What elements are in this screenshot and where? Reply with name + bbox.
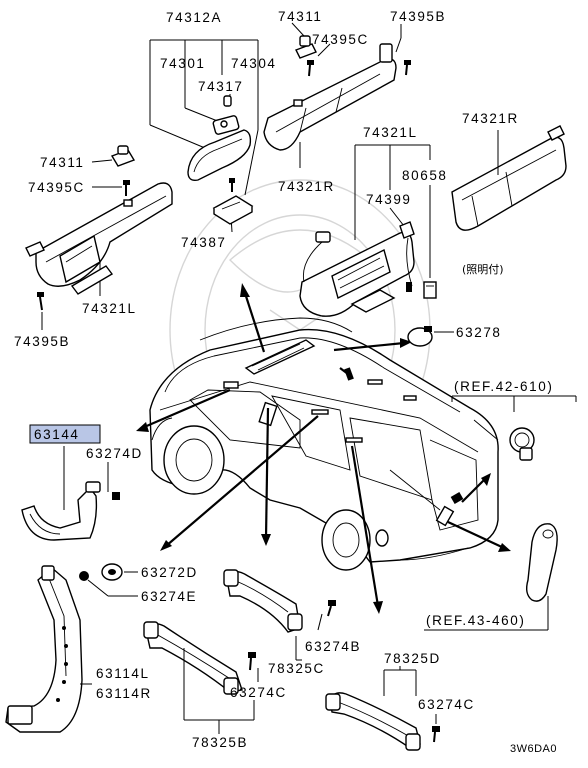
sun-visor-right [451, 125, 567, 231]
label-74321L-left: 74321L [82, 301, 137, 316]
label-63274E: 63274E [141, 589, 197, 604]
label-63144: 63144 [34, 427, 80, 442]
highlight-63144 [29, 424, 101, 444]
visor-lamp-lens-80658 [423, 281, 437, 299]
map-lamp [212, 195, 254, 225]
screw-74395B-left [37, 292, 44, 311]
label-74387: 74387 [181, 235, 227, 250]
clip-63272D [101, 563, 123, 581]
label-63114R: 63114R [96, 686, 152, 701]
pointer-arrows [136, 283, 511, 614]
label-63278: 63278 [456, 325, 502, 340]
label-74399: 74399 [366, 192, 412, 207]
label-63274D: 63274D [86, 446, 143, 461]
label-63274C-mid: 63274C [230, 685, 287, 700]
screw-74395C-top [307, 60, 314, 77]
label-diagram-code: 3W6DA0 [510, 743, 557, 755]
sun-visor-left [25, 182, 173, 295]
sun-visor-left-lighted [299, 231, 415, 317]
clip-74317 [223, 95, 232, 107]
visor-lamp-bulb-74399 [399, 221, 415, 292]
label-74312A: 74312A [166, 10, 222, 25]
label-74311-top: 74311 [278, 9, 323, 24]
ref-43-460-callout [424, 523, 558, 631]
label-74321R-top: 74321R [278, 179, 335, 194]
screw-63274B [327, 600, 336, 617]
screw-74395C-left [123, 180, 130, 196]
screw-63274E [79, 571, 89, 581]
screw-63274C-mid [248, 652, 256, 671]
label-78325C: 78325C [268, 661, 325, 676]
handle-78325B [143, 621, 243, 695]
sun-visor-right-top [263, 43, 397, 151]
label-74321R-right: 74321R [462, 111, 519, 126]
visor-clip-74311-left [110, 145, 136, 167]
label-74301: 74301 [160, 56, 206, 71]
screw-63274D [112, 492, 120, 500]
handle-63114 [5, 565, 83, 733]
rear-view-mirror [187, 115, 252, 182]
screw-74395B-top [404, 60, 411, 76]
label-80658: 80658 [402, 168, 448, 183]
label-63274B: 63274B [305, 639, 361, 654]
screw-74387 [229, 178, 235, 192]
label-ref-43-460: (REF.43-460) [426, 613, 525, 628]
label-63272D: 63272D [141, 565, 198, 580]
label-74395C-top: 74395C [312, 32, 369, 47]
label-ref-42-610: (REF.42-610) [454, 379, 553, 394]
handle-78325D [325, 692, 421, 751]
label-63114L: 63114L [96, 666, 150, 681]
label-74395B-top: 74395B [390, 9, 446, 24]
label-74395B-left: 74395B [14, 334, 70, 349]
visor-clip-74311-top [295, 35, 317, 59]
label-74311-left: 74311 [40, 155, 85, 170]
handle-63144 [21, 481, 101, 541]
label-74317: 74317 [198, 79, 244, 94]
label-74304: 74304 [231, 56, 277, 71]
ref-42-610-callout [451, 395, 577, 461]
screw-63274C-right [432, 726, 440, 743]
label-lighted: (照明付) [462, 263, 504, 276]
label-74321L-mid: 74321L [363, 125, 418, 140]
label-78325B: 78325B [192, 735, 248, 750]
label-63274C-right: 63274C [418, 697, 475, 712]
vehicle-body [149, 317, 499, 571]
cap-63278 [407, 326, 433, 347]
label-78325D: 78325D [384, 651, 441, 666]
handle-78325C [223, 569, 303, 633]
label-74395C-left: 74395C [28, 180, 85, 195]
